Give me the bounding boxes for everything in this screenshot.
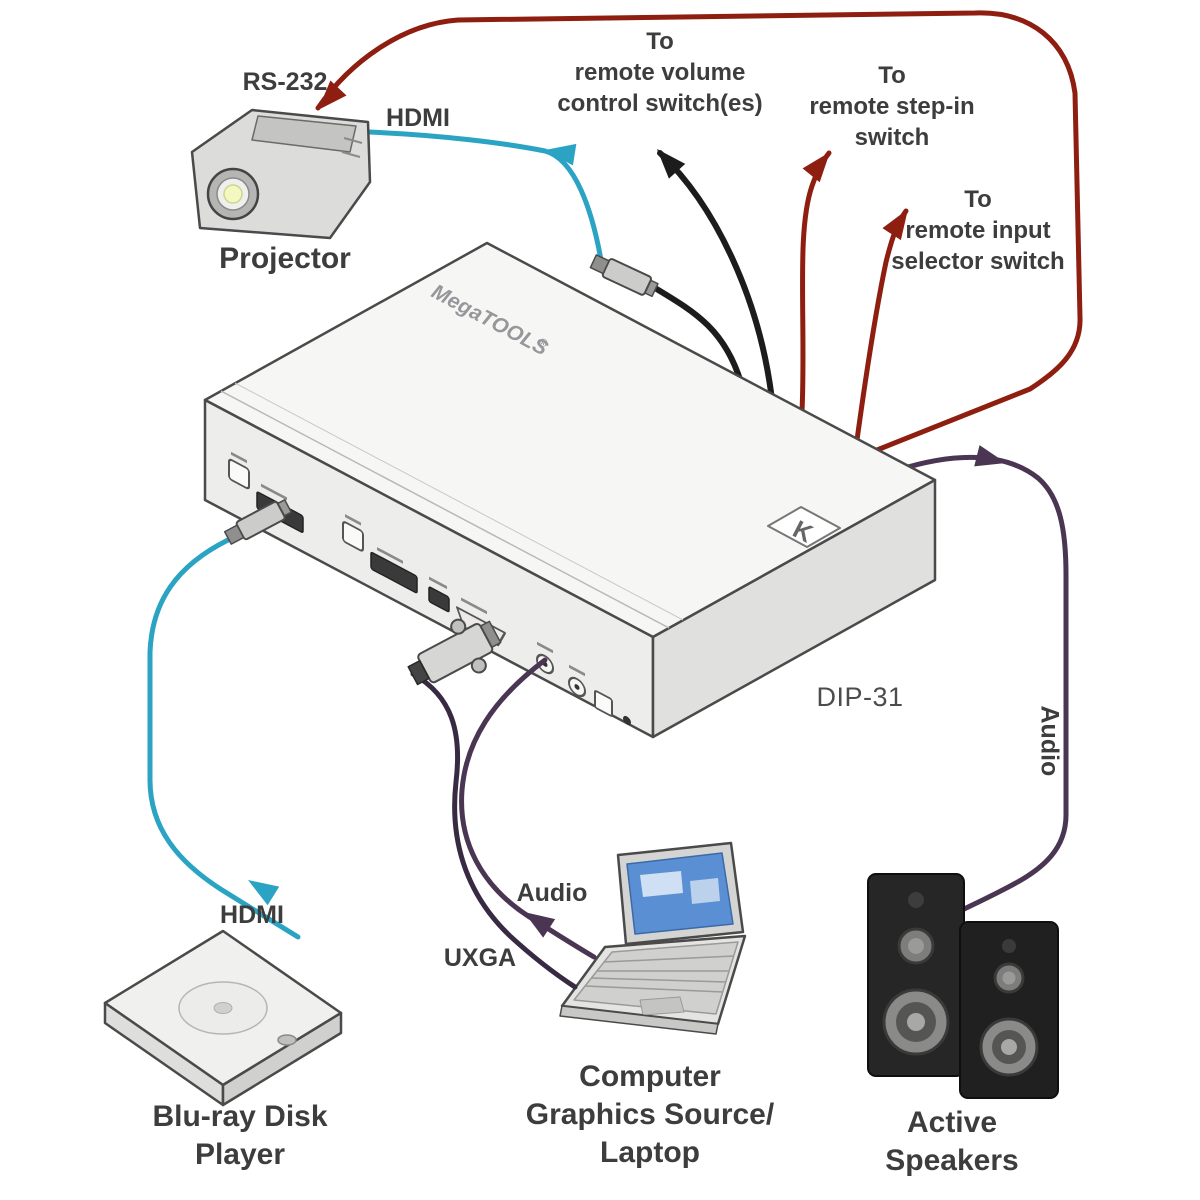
laptop-touchpad [639, 996, 685, 1016]
bluray-front-right [221, 1011, 343, 1107]
vga-connector [407, 618, 502, 686]
remote-input-label: To remote input selector switch [891, 186, 1065, 276]
step-button [594, 690, 613, 717]
dongle-cable [652, 285, 745, 389]
hdmi-bottom-label: HDMI [220, 901, 284, 929]
rs232-label: RS-232 [242, 68, 328, 96]
bluray-label: Blu-ray Disk Player [152, 1100, 328, 1171]
device-model-label: DIP-31 [816, 682, 904, 712]
laptop-front-edge [559, 1005, 719, 1035]
reset-hole [623, 715, 631, 725]
usb-port [428, 586, 450, 613]
laptop-figure [559, 841, 747, 1035]
hdmi-cable-bluray [147, 537, 301, 940]
projector-top-panel [251, 115, 357, 153]
audio-laptop-label: Audio [516, 879, 588, 907]
speakers-figure [867, 873, 1059, 1099]
rs232-cable [315, 10, 1083, 455]
laptop-screen [626, 852, 734, 935]
projector-label: Projector [219, 242, 351, 275]
dip31-figure: MegaTOOLS ® K [203, 241, 937, 739]
audio-cable-laptop [459, 657, 597, 960]
select-button-1 [228, 458, 250, 490]
remote-volume-label: To remote volume control switch(es) [557, 28, 763, 118]
front-cables [147, 537, 597, 990]
select-button-2 [342, 521, 364, 552]
uxga-label: UXGA [443, 944, 517, 972]
hdmi-cable-projector [365, 129, 604, 263]
remote-stepin-cable [799, 150, 832, 415]
remote-stepin-label: To remote step-in switch [809, 62, 975, 152]
hdmi-top-label: HDMI [386, 104, 450, 132]
hdmi-port-2 [370, 551, 418, 594]
bluray-button [277, 1034, 297, 1046]
bluray-figure [103, 929, 343, 1107]
audio-speakers-label: Audio [1035, 705, 1064, 777]
hdmi-plug-front [223, 499, 293, 545]
speakers-label: Active Speakers [885, 1106, 1019, 1177]
dip31-right-face [651, 478, 937, 739]
hdmi-plug-top [589, 254, 659, 298]
laptop-label: Computer Graphics Source/ Laptop [525, 1060, 775, 1169]
projector-figure [190, 108, 372, 240]
laptop-keyboard [573, 941, 739, 1015]
remote-volume-cable [657, 150, 775, 403]
uxga-cable [410, 671, 578, 990]
